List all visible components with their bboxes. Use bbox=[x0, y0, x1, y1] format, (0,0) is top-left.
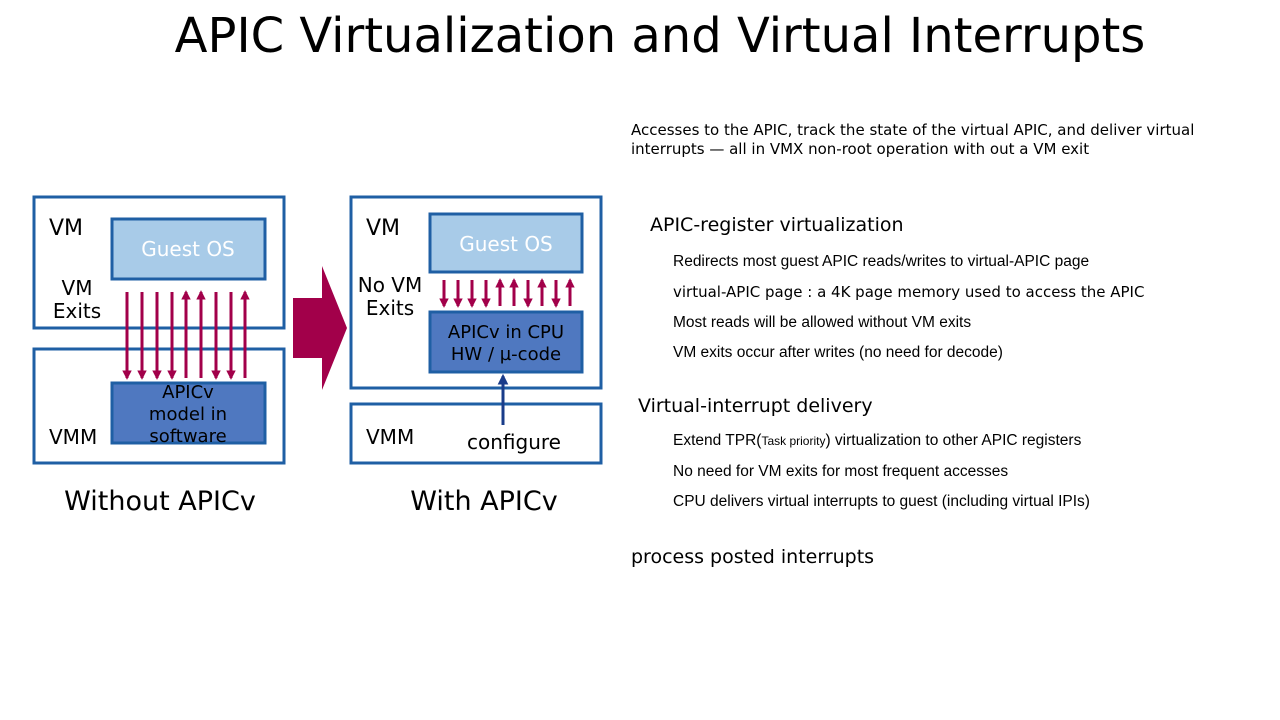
slide-title: APIC Virtualization and Virtual Interrup… bbox=[174, 8, 1146, 64]
with-vmm-label: VMM bbox=[366, 425, 414, 449]
with-vmm-box bbox=[349, 402, 603, 465]
tpr-text-post: ) virtualization to other APIC registers bbox=[825, 432, 1082, 449]
with-caption: With APICv bbox=[410, 486, 557, 517]
intro-text: Accesses to the APIC, track the state of… bbox=[631, 121, 1195, 158]
with-vm-label: VM bbox=[366, 216, 400, 241]
with-configure-label: configure bbox=[467, 430, 561, 454]
list-item: Redirects most guest APIC reads/writes t… bbox=[673, 253, 1090, 270]
tpr-text-small: Task priority bbox=[761, 434, 826, 448]
list-item-tpr: Extend TPR(Task priority) virtualization… bbox=[673, 431, 1081, 451]
without-vm-exits-line2: Exits bbox=[53, 299, 101, 323]
tpr-text-pre: Extend TPR( bbox=[673, 432, 762, 449]
with-apicv-cpu-box bbox=[428, 310, 584, 374]
without-model-line1: APICv bbox=[162, 382, 214, 403]
list-item: VM exits occur after writes (no need for… bbox=[673, 344, 1003, 361]
with-access-arrows bbox=[439, 278, 575, 308]
without-model-line2: model in bbox=[149, 404, 227, 425]
transition-arrow bbox=[293, 266, 347, 390]
list-item: Most reads will be allowed without VM ex… bbox=[673, 314, 972, 331]
with-guest-os-box bbox=[428, 212, 584, 274]
section-apic-register-virtualization-heading: APIC-register virtualization bbox=[650, 214, 904, 236]
list-item: CPU delivers virtual interrupts to guest… bbox=[673, 493, 1090, 510]
without-vm-exits-line1: VM bbox=[62, 276, 93, 300]
without-caption: Without APICv bbox=[64, 486, 256, 517]
without-vmm-label: VMM bbox=[49, 425, 97, 449]
without-vm-exit-arrows bbox=[122, 290, 250, 380]
list-item: No need for VM exits for most frequent a… bbox=[673, 463, 1009, 480]
without-guest-os-label: Guest OS bbox=[141, 237, 235, 261]
list-item: virtual-APIC page : a 4K page memory use… bbox=[673, 283, 1145, 301]
posted-interrupts-text: process posted interrupts bbox=[631, 546, 875, 568]
without-guest-os-box bbox=[110, 217, 267, 281]
section-virtual-interrupt-delivery-heading: Virtual-interrupt delivery bbox=[638, 395, 873, 417]
with-cpu-line2: HW / µ-code bbox=[451, 344, 561, 365]
with-guest-os-label: Guest OS bbox=[459, 232, 553, 256]
with-no-exits-line2: Exits bbox=[366, 296, 414, 320]
with-cpu-line1: APICv in CPU bbox=[448, 322, 564, 343]
with-no-exits-line1: No VM bbox=[358, 273, 423, 297]
without-apicv-model-box bbox=[110, 381, 267, 445]
without-vm-label: VM bbox=[49, 216, 83, 241]
without-model-line3: software bbox=[149, 426, 226, 447]
